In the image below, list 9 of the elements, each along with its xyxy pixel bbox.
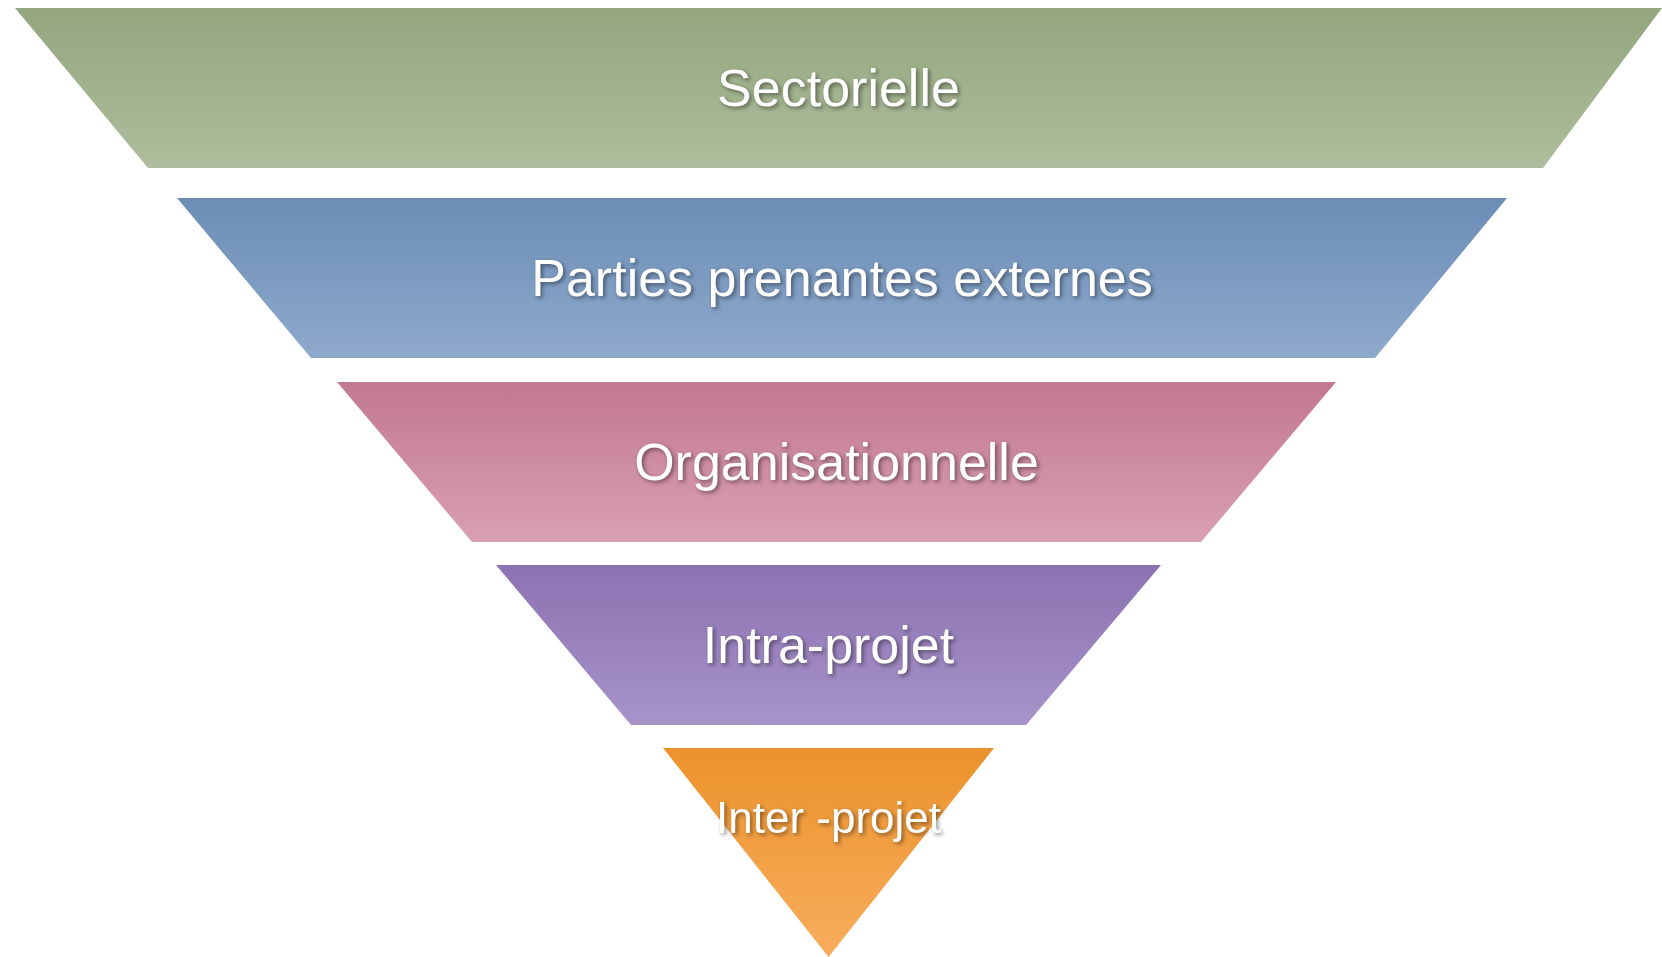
funnel-segment [177, 198, 1507, 358]
funnel-segment [337, 382, 1336, 542]
funnel-segment [15, 8, 1662, 168]
funnel-segment [663, 748, 994, 957]
funnel-segment [496, 565, 1161, 725]
segment-label: Intra-projet [701, 614, 956, 676]
segment-label: Sectorielle [716, 57, 961, 119]
segment-label: Parties prenantes externes [530, 247, 1154, 309]
segment-label: Organisationnelle [633, 431, 1040, 493]
